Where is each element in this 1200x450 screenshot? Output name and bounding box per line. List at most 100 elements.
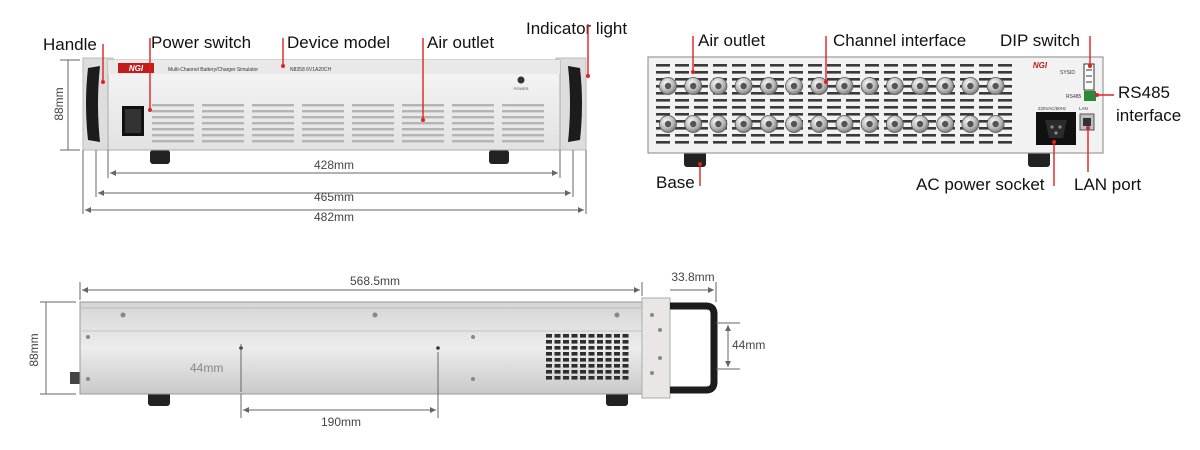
rear-vent-slot (694, 92, 708, 95)
rear-vent-slot (770, 127, 784, 130)
channel-connector-core (942, 120, 949, 128)
front-vent-slot (252, 104, 294, 107)
rear-vent-slot (675, 99, 689, 102)
rear-sysid-text: SYSID (1060, 70, 1075, 76)
front-vent-slot (202, 128, 244, 131)
side-vent-hole (622, 376, 629, 380)
label-rs485-line2: interface (1116, 106, 1181, 125)
rear-vent-slot (675, 64, 689, 67)
rear-vent-slot (903, 113, 917, 116)
rear-vent-slot (713, 141, 727, 144)
front-vent-slot (402, 134, 444, 137)
rear-vent-slot (998, 134, 1012, 137)
side-vent-hole (554, 334, 561, 338)
label-base: Base (656, 173, 695, 192)
leader-dot-dip-switch (1088, 64, 1092, 68)
rear-vent-slot (789, 99, 803, 102)
rear-vent-slot (808, 141, 822, 144)
rear-vent-slot (903, 127, 917, 130)
side-vent-hole (622, 370, 629, 374)
rear-vent-slot (656, 106, 670, 109)
side-vent-hole (614, 352, 620, 356)
side-vent-hole (546, 346, 552, 350)
rear-vent-slot (732, 134, 746, 137)
rear-vent-slot (960, 99, 974, 102)
rear-vent-slot (979, 85, 993, 88)
rear-vent-slot (751, 134, 765, 137)
rear-vent-slot (903, 71, 917, 74)
side-vent-hole (580, 346, 586, 350)
rear-vent-slot (884, 113, 898, 116)
rear-lan-text: LAN (1079, 106, 1088, 111)
rear-vent-slot (713, 71, 727, 74)
front-vent-slot (502, 140, 544, 143)
front-height-text: 88mm (52, 87, 66, 120)
rear-vent-slot (998, 99, 1012, 102)
rear-vent-slot (808, 99, 822, 102)
front-vent-slot (452, 140, 494, 143)
side-vent-hole (622, 340, 629, 344)
front-vent-slot (302, 122, 344, 125)
rear-vent-slot (751, 127, 765, 130)
label-rs485-line1: RS485 (1118, 83, 1170, 102)
side-foot-left (148, 392, 170, 406)
dim-handle-depth-text: 33.8mm (671, 270, 714, 284)
side-vent-hole (622, 352, 629, 356)
channel-connector-core (916, 120, 924, 128)
channel-connector-core (866, 82, 873, 90)
rear-vent-slot (979, 127, 993, 130)
rear-vent-slot (732, 64, 746, 67)
front-vent-slot (152, 134, 194, 137)
channel-connector-core (816, 82, 823, 90)
rear-vent-slot (903, 64, 917, 67)
rear-vent-slot (941, 141, 955, 144)
side-screw (86, 335, 90, 339)
side-mount-hole (436, 346, 440, 350)
rear-foot-right (1028, 150, 1050, 167)
rear-vent-slot (827, 64, 841, 67)
rs485-connector[interactable] (1084, 91, 1096, 101)
rear-brand-logo: NGI (1033, 61, 1048, 70)
front-vent-slot (252, 122, 294, 125)
label-device-model: Device model (287, 33, 390, 52)
side-vent-hole (554, 370, 561, 374)
side-vent-hole (614, 364, 620, 368)
front-vent-slot (302, 104, 344, 107)
ac-pin-1 (1050, 125, 1054, 129)
side-vent-hole (563, 334, 569, 338)
channel-connector-core (891, 82, 898, 90)
side-vent-hole (580, 364, 586, 368)
rear-vent-slot (960, 113, 974, 116)
rear-vent-slot (770, 134, 784, 137)
leader-dot-device-model (281, 64, 285, 68)
front-brand-box (118, 63, 154, 73)
rear-vent-slot (827, 92, 841, 95)
side-ear-screw (650, 313, 654, 317)
rear-vent-slot (713, 113, 727, 116)
side-vent-hole (580, 370, 586, 374)
side-vent-hole (554, 376, 561, 380)
channel-connector-core (841, 82, 848, 90)
side-vent-hole (622, 358, 629, 362)
side-vent-hole (588, 358, 595, 362)
dip-switch[interactable] (1083, 63, 1095, 91)
rear-vent-slot (998, 78, 1012, 81)
front-vent-slot (402, 128, 444, 131)
channel-connector-core (967, 120, 974, 128)
rear-vent-slot (903, 92, 917, 95)
channel-connector-core (765, 82, 772, 90)
rear-vent-slot (941, 71, 955, 74)
rear-vent-slot (922, 120, 936, 123)
front-vent-slot (502, 110, 544, 113)
front-vent-slot (252, 128, 294, 131)
rear-vent-slot (732, 113, 746, 116)
rear-vent-slot (827, 85, 841, 88)
rear-vent-slot (960, 64, 974, 67)
channel-connector-core (992, 82, 999, 90)
front-vent-slot (202, 116, 244, 119)
rear-vent-slot (922, 113, 936, 116)
rear-vent-slot (789, 141, 803, 144)
front-top-strip (108, 60, 560, 74)
power-switch-rocker (125, 109, 141, 133)
